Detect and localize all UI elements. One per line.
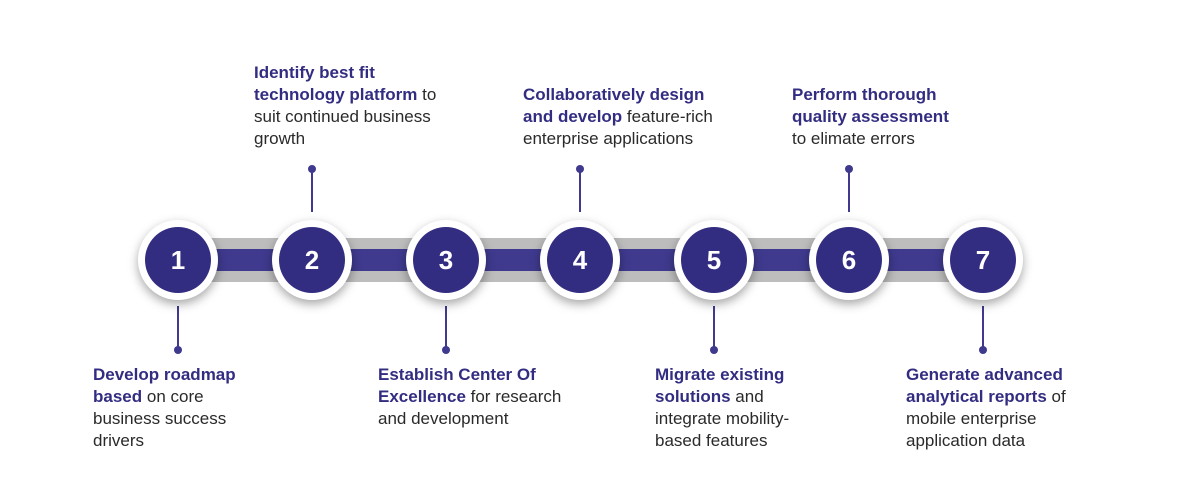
step-number-7: 7 [950, 227, 1016, 293]
connector-7 [982, 306, 984, 350]
connector-dot-6 [845, 165, 853, 173]
step-label-1: Develop roadmap based on core business s… [93, 364, 268, 452]
step-marker-7: 7 [943, 220, 1023, 300]
step-label-5: Migrate existing solutions and integrate… [655, 364, 815, 452]
step-marker-5: 5 [674, 220, 754, 300]
step-number-1: 1 [145, 227, 211, 293]
connector-dot-5 [710, 346, 718, 354]
connector-dot-1 [174, 346, 182, 354]
step-label-6-text: to elimate errors [792, 129, 915, 148]
step-number-2: 2 [279, 227, 345, 293]
step-marker-6: 6 [809, 220, 889, 300]
step-label-3: Establish Center Of Excellence for resea… [378, 364, 568, 430]
step-number-3: 3 [413, 227, 479, 293]
step-label-6: Perform thorough quality assessment to e… [792, 84, 962, 150]
step-number-5: 5 [681, 227, 747, 293]
connector-2 [311, 168, 313, 212]
connector-5 [713, 306, 715, 350]
connector-6 [848, 168, 850, 212]
connector-1 [177, 306, 179, 350]
connector-dot-7 [979, 346, 987, 354]
step-number-4: 4 [547, 227, 613, 293]
step-label-1-text: on core business success drivers [93, 387, 227, 450]
step-label-1-bold: Develop roadmap based [93, 365, 236, 406]
step-label-2: Identify best fit technology platform to… [254, 62, 454, 150]
step-number-6: 6 [816, 227, 882, 293]
connector-4 [579, 168, 581, 212]
step-label-4-text: feature-rich enterprise applications [523, 107, 713, 148]
step-marker-1: 1 [138, 220, 218, 300]
step-label-3-text: for research and development [378, 387, 562, 428]
step-marker-3: 3 [406, 220, 486, 300]
connector-dot-3 [442, 346, 450, 354]
step-label-4: Collaboratively design and develop featu… [523, 84, 738, 150]
step-label-6-bold: Perform thorough quality assessment [792, 85, 949, 126]
connector-dot-4 [576, 165, 584, 173]
step-label-7: Generate advanced analytical reports of … [906, 364, 1106, 452]
step-marker-4: 4 [540, 220, 620, 300]
step-label-5-bold: Migrate existing solutions [655, 365, 785, 406]
step-label-7-bold: Generate advanced analytical reports [906, 365, 1063, 406]
connector-3 [445, 306, 447, 350]
connector-dot-2 [308, 165, 316, 173]
step-label-2-text: to suit continued business growth [254, 85, 437, 148]
step-marker-2: 2 [272, 220, 352, 300]
step-label-3-bold: Establish Center Of Excellence [378, 365, 536, 406]
step-label-7-text: of mobile enterprise application data [906, 387, 1066, 450]
step-label-4-bold: Collaboratively design and develop [523, 85, 705, 126]
step-label-2-bold: Identify best fit technology platform [254, 63, 418, 104]
step-label-5-text: and integrate mobility-based features [655, 387, 790, 450]
